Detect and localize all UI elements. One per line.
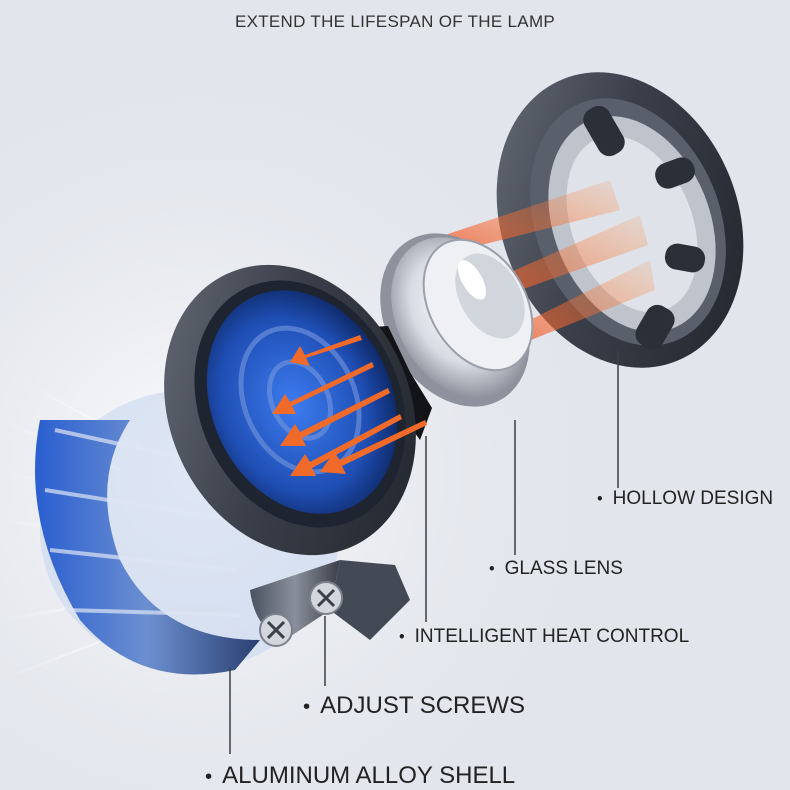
callout-label: HOLLOW DESIGN [612, 488, 774, 509]
callout-label: ADJUST SCREWS [320, 692, 526, 719]
heat-arrows [272, 335, 427, 476]
callout-label: GLASS LENS [504, 558, 623, 579]
leader-lines [229, 350, 619, 754]
callout-heat-control: • INTELLIGENT HEAT CONTROL [399, 626, 689, 648]
heat-sink-body [35, 264, 416, 675]
page-title: EXTEND THE LIFESPAN OF THE LAMP [234, 12, 556, 31]
bullet-icon: • [205, 766, 213, 788]
bullet-icon: • [303, 696, 311, 718]
callout-hollow-design: • HOLLOW DESIGN [597, 488, 773, 510]
callout-glass-lens: • GLASS LENS [489, 558, 623, 580]
adjust-screws [259, 581, 343, 647]
bullet-icon: • [597, 490, 603, 508]
callout-label: ALUMINUM ALLOY SHELL [222, 762, 516, 789]
bullet-icon: • [399, 628, 405, 646]
bullet-icon: • [489, 560, 495, 578]
callout-label: INTELLIGENT HEAT CONTROL [414, 626, 690, 647]
glass-lens [380, 233, 534, 407]
callout-aluminum-shell: • ALUMINUM ALLOY SHELL [205, 762, 515, 790]
callout-adjust-screws: • ADJUST SCREWS [303, 692, 525, 720]
